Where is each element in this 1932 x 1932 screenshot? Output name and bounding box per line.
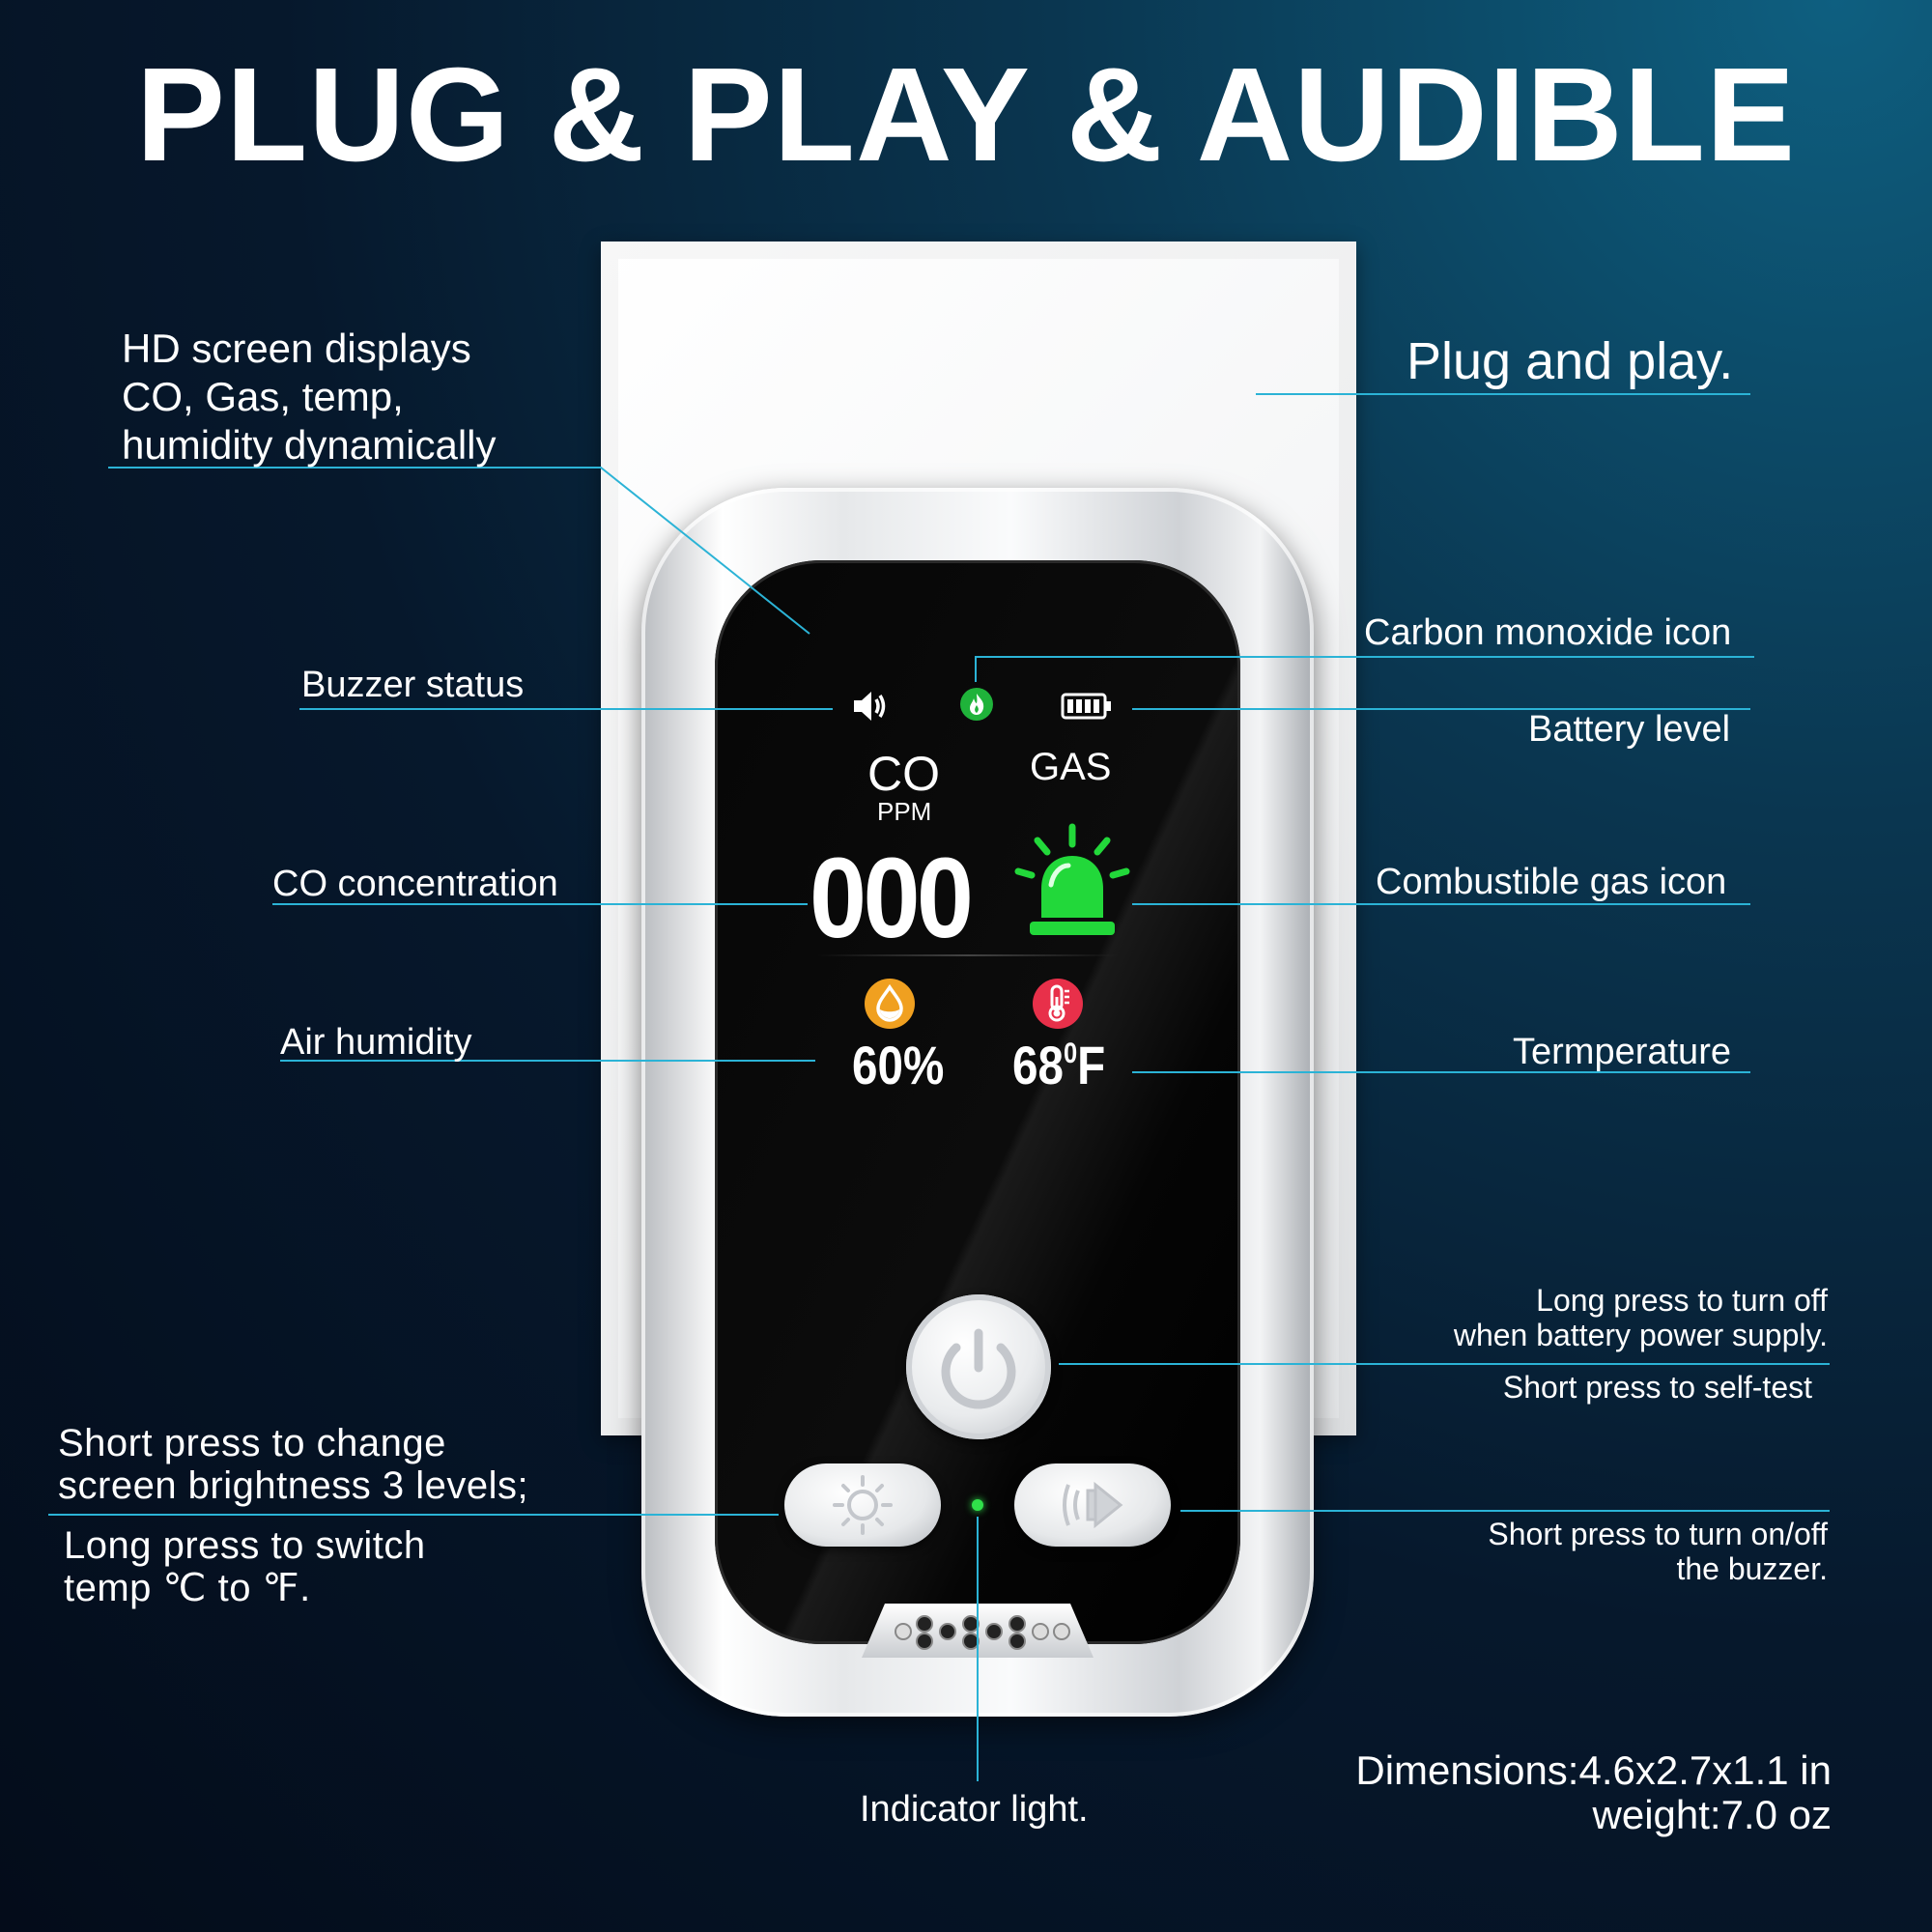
buzzer-icon	[1063, 1481, 1123, 1529]
brightness-button[interactable]	[784, 1463, 941, 1547]
callout-carbon-monoxide-icon: Carbon monoxide icon	[1364, 612, 1732, 653]
power-button[interactable]	[906, 1294, 1051, 1439]
callout-indicator-light: Indicator light.	[860, 1789, 1089, 1830]
co-label: CO	[867, 747, 940, 801]
temperature-value: 68	[1012, 1035, 1064, 1095]
gas-label: GAS	[1030, 746, 1112, 788]
callout-plug-and-play: Plug and play.	[1406, 332, 1734, 390]
callout-buzzer-short-press: Short press to turn on/off the buzzer.	[1488, 1517, 1828, 1586]
temperature-unit: F	[1077, 1035, 1106, 1095]
co-value: 000	[810, 835, 974, 962]
indicator-light	[972, 1499, 983, 1511]
speaker-icon	[854, 692, 886, 721]
alarm-beacon-icon	[1014, 823, 1130, 935]
flame-icon	[960, 688, 993, 721]
callout-temperature: Termperature	[1513, 1032, 1731, 1072]
line-co-icon	[975, 656, 1754, 682]
callout-power-short-press: Short press to self-test	[1502, 1370, 1812, 1405]
callout-air-humidity: Air humidity	[280, 1022, 472, 1063]
callout-combustible-gas-icon: Combustible gas icon	[1376, 862, 1727, 902]
callout-brightness-short-press: Short press to change screen brightness …	[58, 1422, 529, 1507]
callout-co-concentration: CO concentration	[272, 864, 558, 904]
sun-icon	[833, 1475, 893, 1535]
callout-buzzer-status: Buzzer status	[301, 665, 525, 705]
temperature-readout: 680F	[1012, 1034, 1105, 1096]
callout-brightness-long-press: Long press to switch temp ℃ to ℉.	[64, 1524, 426, 1609]
humidity-value: 60%	[852, 1035, 945, 1095]
spec-dimensions: Dimensions:4.6x2.7x1.1 in	[1355, 1747, 1832, 1793]
callout-hd-screen: HD screen displays CO, Gas, temp, humidi…	[122, 326, 497, 468]
callout-battery-level: Battery level	[1528, 709, 1731, 750]
power-icon	[941, 1328, 1016, 1409]
temperature-degree: 0	[1063, 1037, 1078, 1069]
humidity-drop-icon	[865, 979, 915, 1029]
callout-power-long-press: Long press to turn off when battery powe…	[1453, 1283, 1828, 1352]
thermometer-icon	[1033, 979, 1083, 1029]
buzzer-button[interactable]	[1014, 1463, 1171, 1547]
detector-screen	[715, 560, 1240, 1644]
line-hd-screen	[108, 467, 810, 635]
spec-weight: weight:7.0 oz	[1592, 1792, 1833, 1837]
battery-icon	[1061, 693, 1111, 720]
page-title: PLUG & PLAY & AUDIBLE	[135, 41, 1797, 189]
co-unit: PPM	[877, 797, 932, 826]
screen-divider	[817, 954, 1119, 956]
